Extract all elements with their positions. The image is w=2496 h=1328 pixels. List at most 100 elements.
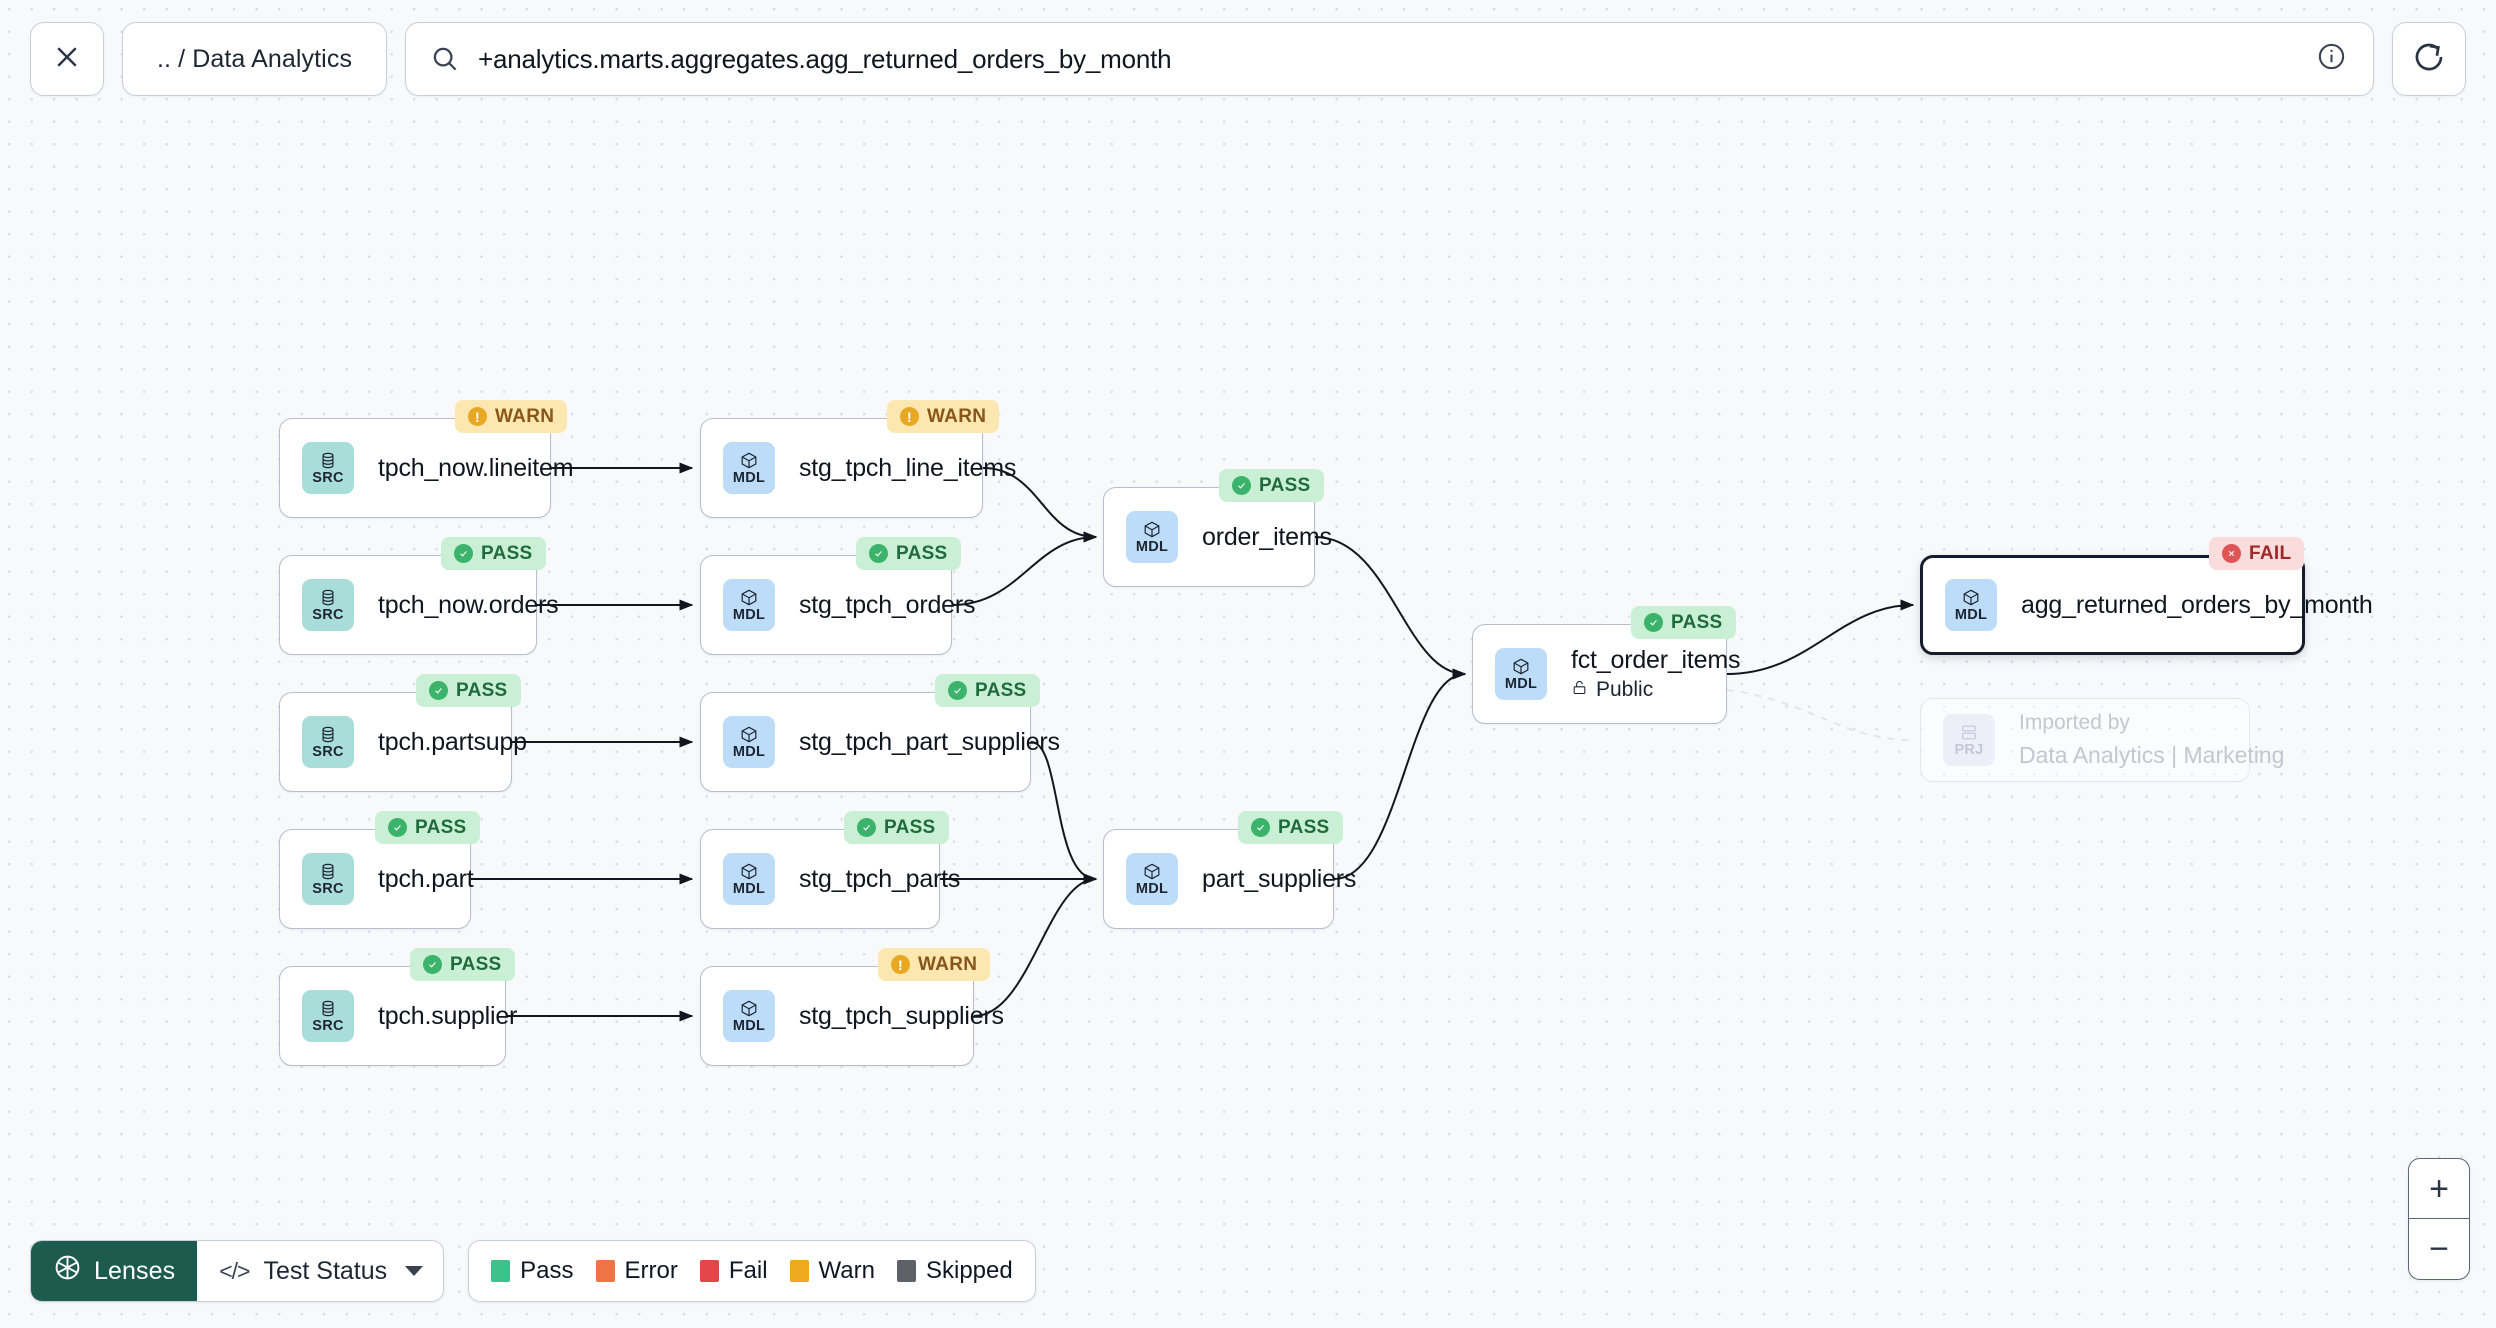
status-badge-label: PASS: [456, 679, 508, 701]
source-icon: SRC: [302, 990, 354, 1042]
legend-label: Pass: [520, 1257, 574, 1284]
graph-node-src_supplier[interactable]: SRC tpch.supplier: [279, 966, 517, 1066]
node-type-label: MDL: [1135, 538, 1169, 555]
zoom-in-button[interactable]: +: [2409, 1159, 2469, 1219]
status-icon-pass: [388, 818, 407, 837]
status-badge-label: WARN: [495, 405, 555, 427]
model-icon: MDL: [723, 716, 775, 768]
search-field[interactable]: +analytics.marts.aggregates.agg_returned…: [405, 22, 2374, 96]
status-badge-pass[interactable]: PASS: [844, 811, 949, 844]
node-type-label: SRC: [312, 743, 344, 760]
status-badge-label: PASS: [1671, 611, 1723, 633]
imported-by-node[interactable]: PRJ Imported by Data Analytics | Marketi…: [1920, 698, 2284, 782]
model-icon: MDL: [723, 442, 775, 494]
status-icon-pass: [1251, 818, 1270, 837]
refresh-button[interactable]: [2392, 22, 2466, 96]
legend-swatch-fail: [699, 1260, 719, 1282]
node-title: tpch_now.orders: [378, 590, 559, 619]
graph-node-src_partsupp[interactable]: SRC tpch.partsupp: [279, 692, 527, 792]
model-icon: MDL: [723, 990, 775, 1042]
zoom-out-button[interactable]: −: [2409, 1219, 2469, 1279]
status-badge-label: PASS: [450, 953, 502, 975]
node-body: tpch.supplier: [378, 1002, 517, 1031]
node-type-label: MDL: [1504, 675, 1538, 692]
legend-item-error[interactable]: Error: [595, 1257, 678, 1285]
legend-label: Skipped: [925, 1257, 1013, 1284]
status-badge-label: PASS: [481, 542, 533, 564]
info-icon[interactable]: [2316, 41, 2347, 77]
status-icon-pass: [429, 681, 448, 700]
status-badge-pass[interactable]: PASS: [1219, 469, 1324, 502]
status-badge-warn[interactable]: ! WARN: [455, 400, 568, 433]
status-icon-pass: [1644, 613, 1663, 632]
status-badge-pass[interactable]: PASS: [375, 811, 480, 844]
node-title: fct_order_items: [1571, 645, 1741, 674]
legend-item-skipped[interactable]: Skipped: [896, 1257, 1013, 1285]
status-icon-pass: [423, 955, 442, 974]
status-badge-warn[interactable]: !WARN: [887, 400, 1000, 433]
status-badge-pass[interactable]: PASS: [1631, 606, 1736, 639]
lenses-button[interactable]: Lenses: [31, 1241, 198, 1301]
graph-node-stg_line_items[interactable]: MDL stg_tpch_line_items: [700, 418, 1016, 518]
status-badge-fail[interactable]: FAIL: [2209, 537, 2305, 570]
model-icon: MDL: [723, 579, 775, 631]
legend-item-fail[interactable]: Fail: [699, 1257, 768, 1285]
node-type-label: MDL: [1135, 880, 1169, 897]
status-badge-label: PASS: [884, 816, 936, 838]
legend-item-pass[interactable]: Pass: [491, 1257, 574, 1285]
status-badge-pass[interactable]: PASS: [441, 537, 546, 570]
search-input-value[interactable]: +analytics.marts.aggregates.agg_returned…: [478, 43, 1172, 74]
chevron-down-icon: [405, 1266, 424, 1276]
code-icon: </>: [219, 1257, 250, 1284]
top-toolbar: .. / Data Analytics +analytics.marts.agg…: [0, 0, 2496, 118]
test-status-dropdown[interactable]: </> Test Status: [197, 1241, 443, 1301]
status-icon-warn: !: [468, 407, 487, 426]
zoom-controls: + −: [2408, 1158, 2470, 1280]
node-type-label: MDL: [732, 743, 766, 760]
graph-node-stg_part_supp[interactable]: MDL stg_tpch_part_suppliers: [700, 692, 1060, 792]
status-icon-fail: [2222, 544, 2241, 563]
close-button[interactable]: [30, 22, 104, 96]
node-body: tpch.part: [378, 865, 474, 894]
search-icon: [430, 44, 460, 74]
node-title: stg_tpch_line_items: [799, 453, 1017, 482]
status-legend: Pass Error Fail Warn Skipped: [468, 1240, 1036, 1302]
status-icon-pass: [869, 544, 888, 563]
status-icon-pass: [1232, 476, 1251, 495]
node-title: stg_tpch_parts: [799, 864, 961, 893]
node-type-label: SRC: [312, 469, 344, 486]
imported-by-project: Data Analytics | Marketing: [2019, 742, 2285, 769]
status-badge-pass[interactable]: PASS: [410, 948, 515, 981]
status-badge-pass[interactable]: PASS: [1238, 811, 1343, 844]
lens-icon: [53, 1253, 82, 1289]
legend-label: Fail: [728, 1257, 768, 1284]
status-badge-pass[interactable]: PASS: [416, 674, 521, 707]
status-badge-pass[interactable]: PASS: [935, 674, 1040, 707]
close-icon: [52, 42, 82, 77]
test-status-label: Test Status: [263, 1256, 388, 1285]
node-body: stg_tpch_part_suppliers: [799, 728, 1060, 757]
node-title: tpch.partsupp: [378, 727, 527, 756]
bottom-toolbar: Lenses </> Test Status Pass Error Fail Warn…: [30, 1240, 1036, 1302]
status-badge-label: PASS: [896, 542, 948, 564]
status-badge-pass[interactable]: PASS: [856, 537, 961, 570]
status-badge-warn[interactable]: !WARN: [878, 948, 991, 981]
breadcrumb-button[interactable]: .. / Data Analytics: [122, 22, 388, 96]
status-icon-pass: [857, 818, 876, 837]
source-icon: SRC: [302, 442, 354, 494]
node-body: tpch_now.orders: [378, 590, 559, 620]
status-badge-label: WARN: [927, 405, 987, 427]
legend-item-warn[interactable]: Warn: [789, 1257, 875, 1285]
